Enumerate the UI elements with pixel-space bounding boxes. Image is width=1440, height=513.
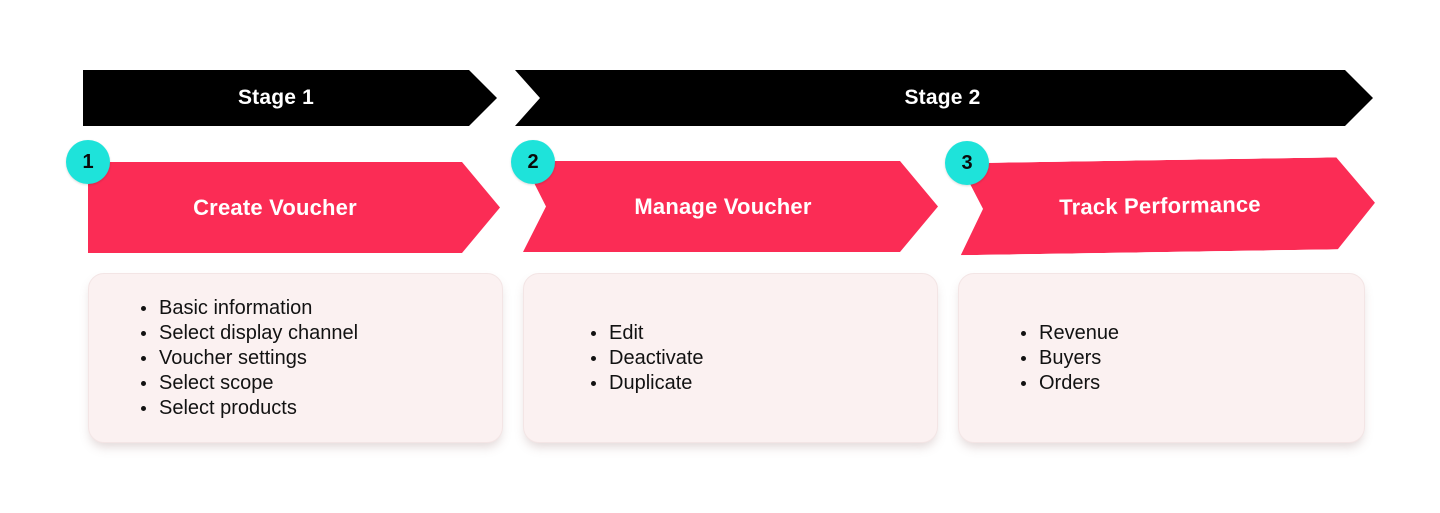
- list-item: Select scope: [141, 371, 502, 396]
- list-item: Orders: [1021, 371, 1364, 396]
- list-item: Select products: [141, 396, 502, 421]
- list-item: Deactivate: [591, 346, 937, 371]
- step-arrow-manage-voucher: Manage Voucher: [523, 161, 938, 252]
- manage-voucher-list: Edit Deactivate Duplicate: [591, 321, 937, 396]
- list-item: Revenue: [1021, 321, 1364, 346]
- step-arrow-track-performance: Track Performance: [959, 157, 1375, 256]
- create-voucher-card: Basic information Select display channel…: [88, 273, 503, 443]
- step-number: 2: [527, 150, 539, 173]
- list-item: Buyers: [1021, 346, 1364, 371]
- track-performance-list: Revenue Buyers Orders: [1021, 321, 1364, 396]
- step-number-badge-2: 2: [511, 140, 555, 184]
- list-item: Select display channel: [141, 321, 502, 346]
- stage-2-label: Stage 2: [904, 86, 981, 109]
- list-item: Duplicate: [591, 371, 937, 396]
- track-performance-card: Revenue Buyers Orders: [958, 273, 1365, 443]
- stage-2-banner: Stage 2: [515, 70, 1373, 126]
- step-number: 3: [961, 151, 973, 174]
- step-title: Manage Voucher: [634, 193, 812, 219]
- step-title: Track Performance: [1059, 191, 1261, 220]
- step-number: 1: [82, 150, 94, 173]
- list-item: Voucher settings: [141, 346, 502, 371]
- stage-1-label: Stage 1: [237, 86, 315, 109]
- step-arrow-create-voucher: Create Voucher: [88, 162, 500, 253]
- manage-voucher-card: Edit Deactivate Duplicate: [523, 273, 938, 443]
- list-item: Basic information: [141, 296, 502, 321]
- step-number-badge-3: 3: [945, 141, 989, 185]
- stage-1-banner: Stage 1: [83, 70, 497, 126]
- step-title: Create Voucher: [193, 194, 357, 220]
- list-item: Edit: [591, 321, 937, 346]
- step-number-badge-1: 1: [66, 140, 110, 184]
- create-voucher-list: Basic information Select display channel…: [141, 296, 502, 421]
